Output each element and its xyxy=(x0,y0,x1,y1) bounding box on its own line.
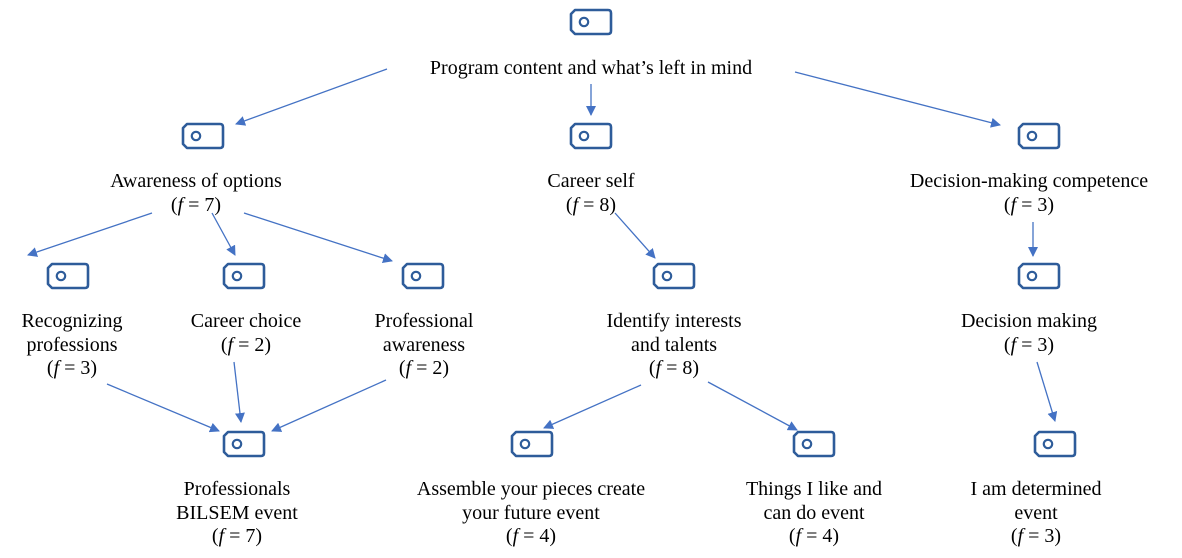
tag-icon xyxy=(1017,122,1061,150)
frequency-value: 8 xyxy=(599,193,610,216)
node-label-line: awareness xyxy=(382,333,466,356)
frequency-label: (f = 3) xyxy=(1010,525,1062,547)
tag-icon xyxy=(1033,430,1077,458)
tag-icon xyxy=(222,262,266,290)
frequency-label: (f = 3) xyxy=(1003,333,1055,356)
node-label-line: Things I like and xyxy=(745,478,883,500)
node-label-line: Decision making xyxy=(960,310,1098,332)
node-decision-making: Decision making(f = 3) xyxy=(961,310,1097,357)
tag-icon xyxy=(569,122,613,150)
node-label-line: Identify interests xyxy=(606,310,742,332)
node-decision-competence: Decision-making competence(f = 3) xyxy=(910,170,1148,217)
frequency-value: 3 xyxy=(1044,525,1055,547)
node-label-line: Recognizing xyxy=(21,310,123,332)
frequency-label: (f = 2) xyxy=(220,333,272,356)
arrow-0 xyxy=(235,68,388,126)
node-label-line: Assemble your pieces create xyxy=(416,478,646,500)
frequency-value: 4 xyxy=(539,525,550,547)
arrow-4 xyxy=(211,212,236,256)
arrow-10 xyxy=(271,379,387,432)
arrow-6 xyxy=(614,212,656,259)
tag-icon xyxy=(222,430,266,458)
frequency-label: (f = 2) xyxy=(398,357,450,379)
frequency-value: 3 xyxy=(80,357,91,379)
frequency-label: (f = 3) xyxy=(46,357,98,379)
node-label-line: Program content and what’s left in mind xyxy=(429,57,753,79)
frequency-label: (f = 8) xyxy=(565,193,617,216)
frequency-label: (f = 3) xyxy=(1003,193,1055,216)
frequency-label: (f = 8) xyxy=(648,357,700,379)
frequency-value: 3 xyxy=(1037,333,1048,356)
arrow-9 xyxy=(233,361,245,423)
node-label-line: Career choice xyxy=(190,310,302,332)
node-label-line: I am determined xyxy=(970,478,1102,500)
arrow-3 xyxy=(27,212,153,257)
frequency-value: 2 xyxy=(432,357,443,379)
frequency-value: 4 xyxy=(822,525,833,547)
node-label-line: your future event xyxy=(462,501,600,524)
frequency-label: (f = 7) xyxy=(211,525,263,547)
tag-icon xyxy=(401,262,445,290)
frequency-value: 3 xyxy=(1037,193,1048,216)
node-label-line: and talents xyxy=(630,333,718,356)
node-label-line: professions xyxy=(26,333,118,356)
arrow-12 xyxy=(707,381,798,431)
node-label-line: Professionals xyxy=(183,478,291,500)
arrow-8 xyxy=(106,383,220,433)
arrow-13 xyxy=(1036,361,1058,422)
node-label-line: can do event xyxy=(763,501,865,524)
tag-icon xyxy=(792,430,836,458)
arrow-5 xyxy=(243,212,393,263)
tag-icon xyxy=(510,430,554,458)
arrow-11 xyxy=(543,384,642,429)
node-label-line: Professional xyxy=(374,310,474,332)
frequency-value: 2 xyxy=(254,333,265,356)
node-label-line: Decision-making competence xyxy=(909,170,1149,192)
tag-icon xyxy=(46,262,90,290)
node-career-choice: Career choice(f = 2) xyxy=(191,310,301,357)
node-root: Program content and what’s left in mind xyxy=(430,57,752,81)
frequency-value: 7 xyxy=(245,525,256,547)
tag-icon xyxy=(1017,262,1061,290)
node-label-line: event xyxy=(1014,501,1058,524)
node-label-line: Career self xyxy=(547,170,635,192)
node-label-line: Awareness of options xyxy=(110,170,282,192)
node-label-line: BILSEM event xyxy=(176,501,298,524)
node-awareness-options: Awareness of options(f = 7) xyxy=(110,170,281,217)
tag-icon xyxy=(569,8,613,36)
frequency-label: (f = 4) xyxy=(788,525,840,547)
frequency-value: 7 xyxy=(204,193,215,216)
frequency-value: 8 xyxy=(682,357,693,379)
frequency-label: (f = 4) xyxy=(505,525,557,547)
frequency-label: (f = 7) xyxy=(170,193,222,216)
arrow-2 xyxy=(794,71,1001,128)
node-career-self: Career self(f = 8) xyxy=(547,170,634,217)
tag-icon xyxy=(181,122,225,150)
tag-icon xyxy=(652,262,696,290)
